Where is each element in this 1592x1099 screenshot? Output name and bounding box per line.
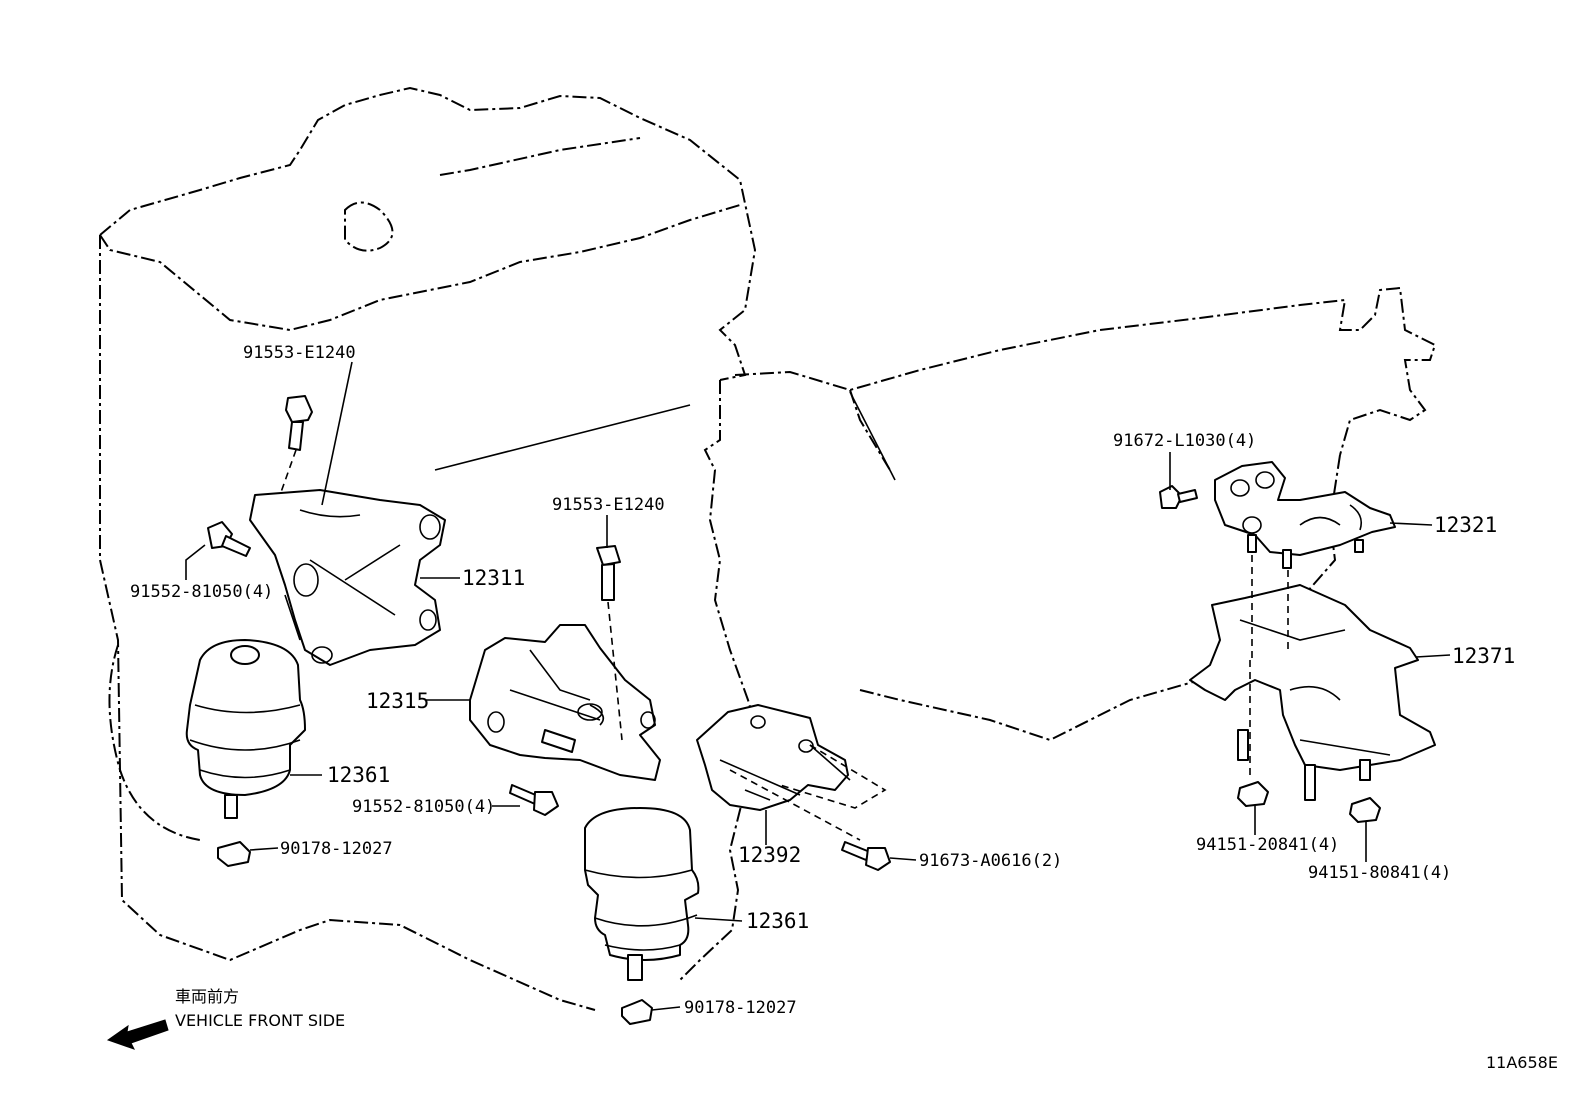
label-bracket-12311: 12311 <box>462 566 525 590</box>
part-labels: 91553-E1240 91552-81050(4) 12311 12361 9… <box>130 343 1515 1018</box>
label-nut-94151-20841: 94151-20841(4) <box>1196 835 1339 855</box>
label-bolt-91552-81050-center: 91552-81050(4) <box>352 797 495 817</box>
label-bolt-91673-A0616: 91673-A0616(2) <box>919 851 1062 871</box>
leader-lines <box>185 361 1451 1011</box>
engine-mounting-bracket-12311 <box>249 489 446 666</box>
engine-phantom-outline <box>99 86 762 1011</box>
label-insulator-12321: 12321 <box>1434 513 1497 537</box>
vehicle-front-direction: 車両前方 VEHICLE FRONT SIDE <box>106 987 345 1050</box>
bolt-91553-E1240-center <box>596 545 623 741</box>
label-nut-94151-80841: 94151-80841(4) <box>1308 863 1451 883</box>
label-bolt-91553-E1240-center: 91553-E1240 <box>552 495 665 515</box>
figure-code: 11A658E <box>1486 1053 1558 1072</box>
nut-94151-80841 <box>1349 797 1381 823</box>
label-bolt-91552-81050-left: 91552-81050(4) <box>130 582 273 602</box>
direction-label-english: VEHICLE FRONT SIDE <box>175 1011 345 1030</box>
label-bracket-12392: 12392 <box>738 843 801 867</box>
bolt-91552-81050-center <box>509 784 559 816</box>
mounting-bracket-12315 <box>469 624 661 781</box>
label-member-12371: 12371 <box>1452 644 1515 668</box>
engine-insulator-12361-center <box>584 807 700 981</box>
label-bracket-12315: 12315 <box>366 689 429 713</box>
label-insulator-12361-left: 12361 <box>327 763 390 787</box>
flywheel-phantom <box>108 644 201 841</box>
label-nut-90178-12027-center: 90178-12027 <box>684 998 797 1018</box>
label-insulator-12361-center: 12361 <box>746 909 809 933</box>
nut-90178-12027-center <box>621 999 653 1025</box>
engine-insulator-12321-rear <box>1214 461 1396 569</box>
bolt-91553-E1240-top-left <box>279 395 313 496</box>
bolt-91672-L1030 <box>1159 485 1198 509</box>
front-arrow-icon <box>106 1019 169 1050</box>
bolt-91673-A0616 <box>841 841 891 871</box>
engine-insulator-12361-left <box>185 639 306 819</box>
engine-rear-member-12371 <box>1189 555 1436 801</box>
direction-label-japanese: 車両前方 <box>175 987 239 1006</box>
nut-94151-20841 <box>1237 781 1269 807</box>
nut-90178-12027-left <box>217 841 251 867</box>
label-bolt-91672-L1030: 91672-L1030(4) <box>1113 431 1256 451</box>
bracket-12392 <box>696 704 887 841</box>
bolt-91552-81050-left <box>207 521 251 557</box>
label-nut-90178-12027-left: 90178-12027 <box>280 839 393 859</box>
label-bolt-91553-E1240-top-left: 91553-E1240 <box>243 343 356 363</box>
